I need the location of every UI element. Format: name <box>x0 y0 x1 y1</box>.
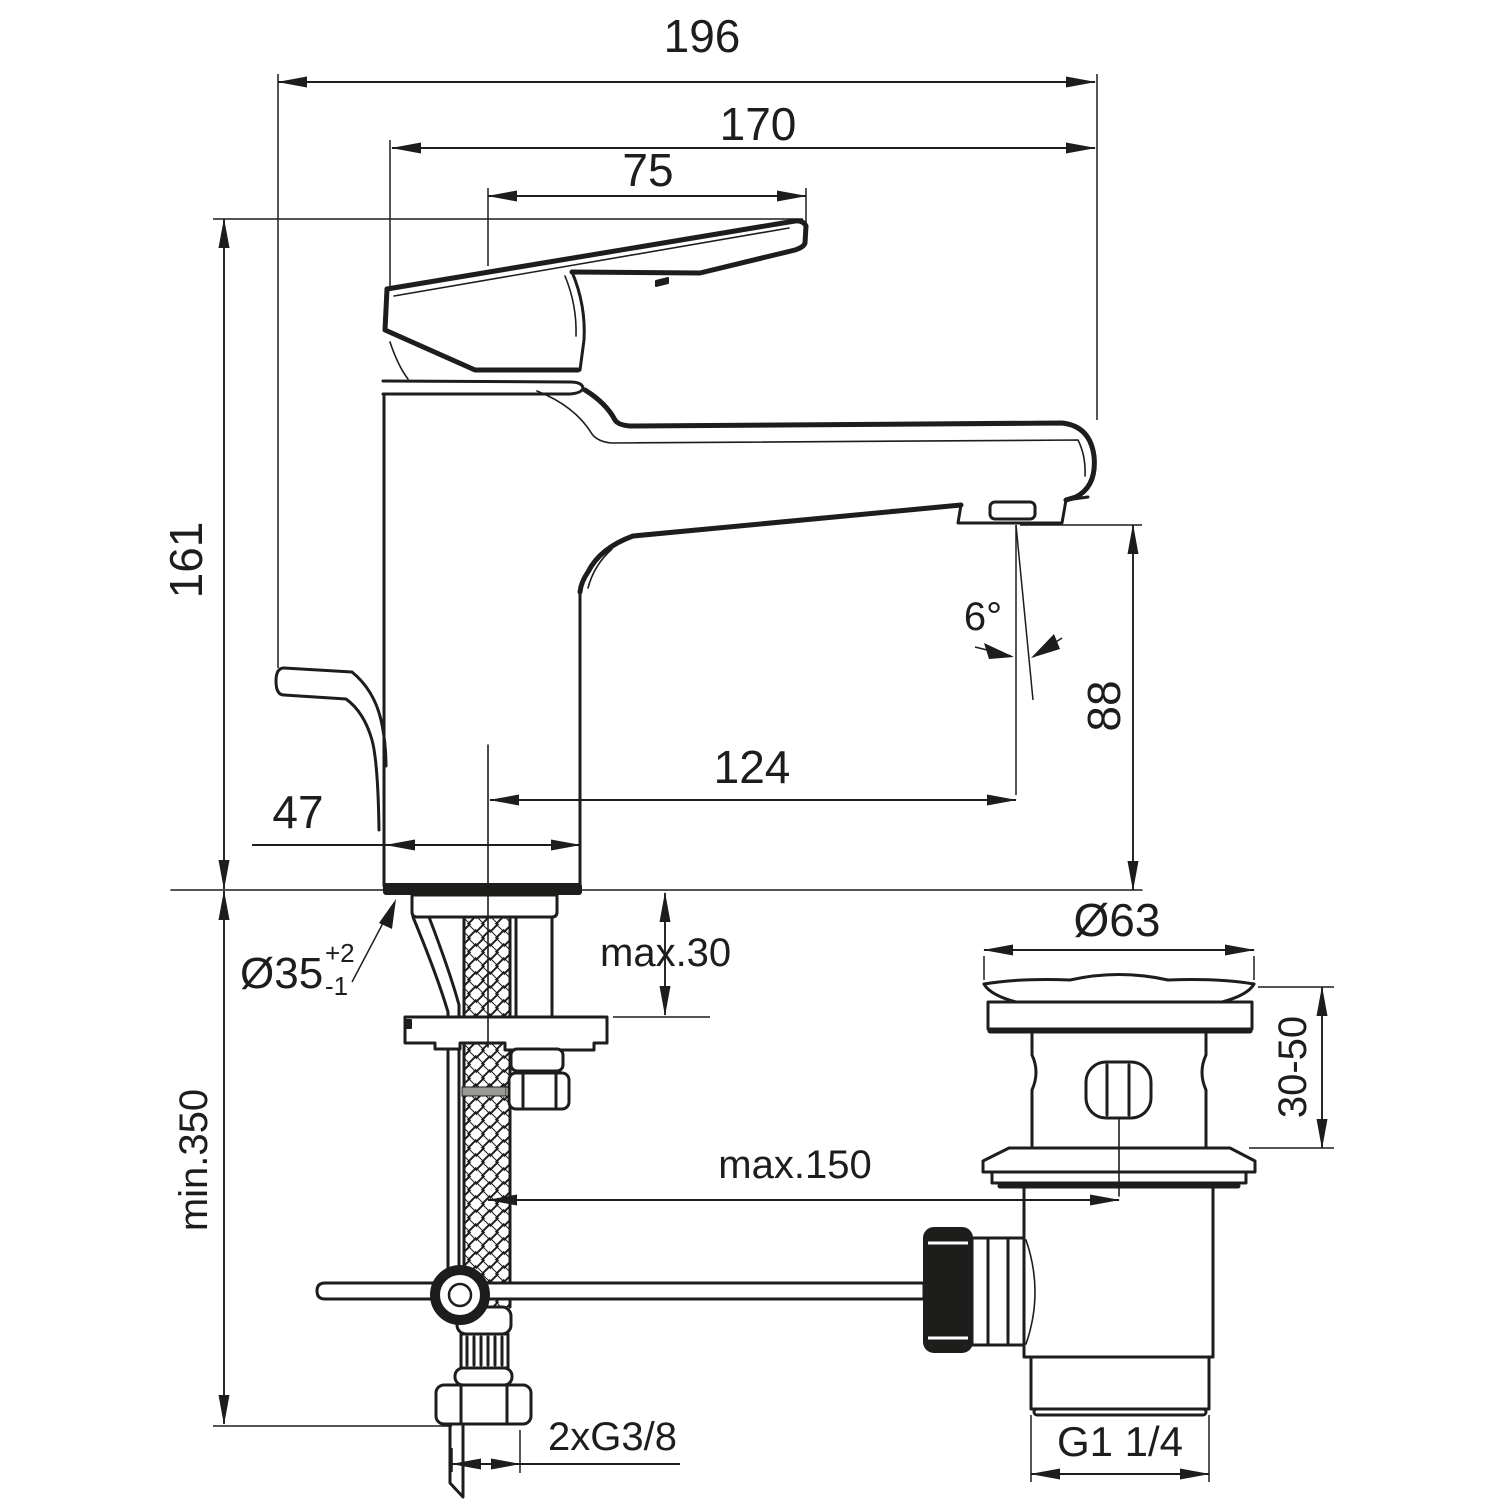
dim-deck-thickness-label: max.30 <box>600 931 731 975</box>
handle-lever <box>382 218 809 380</box>
lever-ball-nut <box>923 1227 973 1353</box>
dim-spout-reach-label: 124 <box>714 741 791 793</box>
underdeck-assembly <box>403 893 609 1499</box>
aerator <box>956 495 1090 525</box>
shank-nut <box>507 1071 571 1111</box>
waste-lower-body <box>1022 1184 1215 1359</box>
dim-base-depth-label: 47 <box>272 786 323 838</box>
body-and-spout <box>382 387 1097 895</box>
dim-waste-diameter-label: Ø63 <box>1074 894 1161 946</box>
hose-collar <box>453 1366 514 1387</box>
rod-coupler <box>430 1265 490 1325</box>
popup-rod <box>315 1265 926 1325</box>
clamp-block <box>509 1047 565 1073</box>
pull-rod-vertical <box>411 915 450 1273</box>
waste-body-right <box>1200 1030 1208 1150</box>
dim-rod-reach-label: max.150 <box>718 1143 871 1187</box>
handle-hook <box>274 666 388 832</box>
faucet-figure <box>170 218 1143 1499</box>
base-gasket <box>383 883 582 895</box>
dim-outlet-angle-label: 6° <box>964 595 1002 639</box>
waste-flange <box>981 1146 1257 1174</box>
dim-hole-diameter-label: Ø35 <box>240 949 323 998</box>
dim-spout-width-label: 170 <box>720 98 797 150</box>
waste-body-left <box>1030 1030 1038 1150</box>
lever-port-hex <box>970 1236 1026 1347</box>
dim-outlet-height-label: 88 <box>1078 680 1130 731</box>
dim-supply-thread-label: 2xG3/8 <box>548 1415 677 1459</box>
dim-handle-length-label: 75 <box>622 144 673 196</box>
mounting-washer <box>403 1015 609 1052</box>
handle-dot <box>655 277 669 287</box>
dim-overall-width-label: 196 <box>664 10 741 62</box>
body-cap <box>381 379 585 396</box>
aerator-insert <box>988 500 1037 521</box>
dim-hole-tol-minus: -1 <box>325 971 348 1001</box>
dim-hole-tol-plus: +2 <box>325 938 355 968</box>
hose-joint <box>461 1086 507 1097</box>
dim-clamp-range-label: 30-50 <box>1271 1016 1315 1118</box>
waste-neck-ring <box>986 1000 1254 1031</box>
dim-height-label: 161 <box>160 522 212 599</box>
popup-waste-figure <box>923 973 1257 1417</box>
dimensions: 196 170 75 161 47 124 88 6° <box>160 10 1334 1482</box>
waste-slot <box>1084 1060 1153 1120</box>
waste-outlet-thread <box>1029 1355 1211 1411</box>
hose-corrugation <box>459 1332 510 1370</box>
dim-waste-thread-label: G1 1/4 <box>1057 1418 1183 1465</box>
waste-plug-top <box>982 973 1256 986</box>
supply-nut <box>434 1383 533 1426</box>
braided-hose <box>464 917 510 1307</box>
dim-hose-clearance-label: min.350 <box>172 1089 216 1231</box>
shank-flange <box>410 893 559 919</box>
